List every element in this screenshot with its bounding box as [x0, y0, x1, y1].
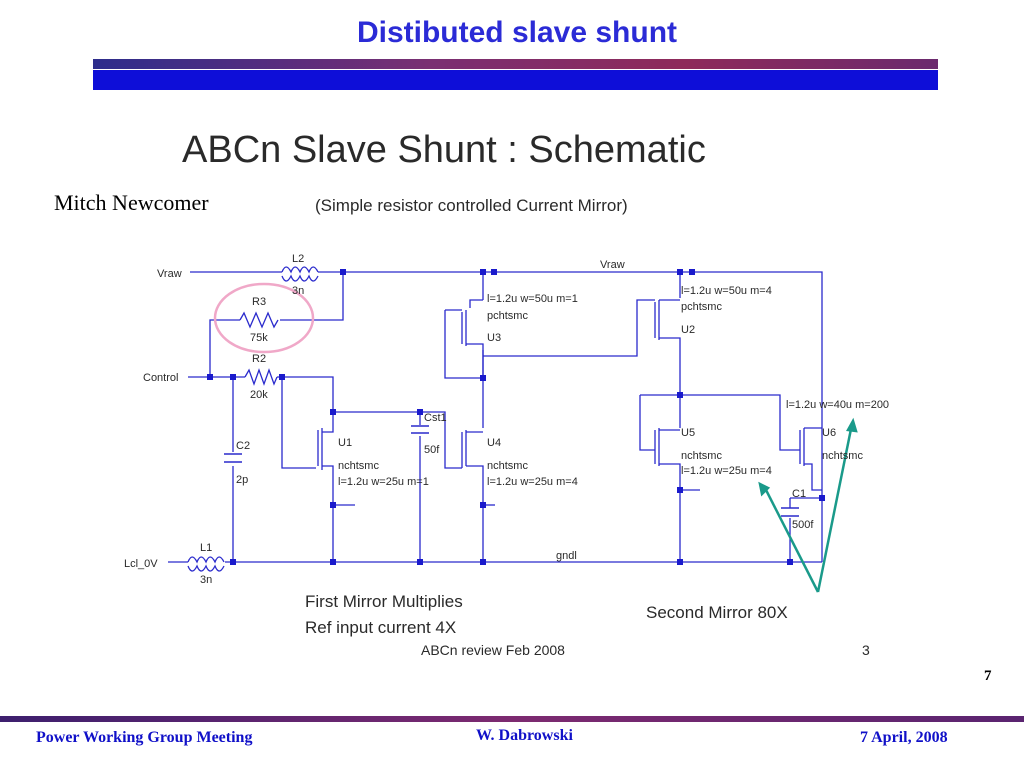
u3-name: U3 [487, 332, 501, 344]
u1-type: nchtsmc [338, 460, 379, 472]
u6-name: U6 [822, 427, 836, 439]
cst1-value: 50f [424, 444, 440, 456]
slide-number: 7 [984, 668, 992, 684]
r3-value: 75k [250, 332, 268, 344]
schematic-heading: ABCn Slave Shunt : Schematic [182, 129, 706, 171]
r2-value: 20k [250, 389, 268, 401]
title-bar-gradient [93, 59, 938, 69]
c2-value: 2p [236, 474, 248, 486]
r3-name: R3 [252, 296, 266, 308]
u3-param: l=1.2u w=50u m=1 [487, 293, 578, 305]
net-label-lcl: Lcl_0V [124, 558, 158, 570]
capacitors [224, 425, 799, 517]
u5-name: U5 [681, 427, 695, 439]
l1-name: L1 [200, 542, 212, 554]
r2-name: R2 [252, 353, 266, 365]
u4-name: U4 [487, 437, 501, 449]
u1-param: l=1.2u w=25u m=1 [338, 476, 429, 488]
schematic-figure: ABCn Slave Shunt : Schematic (Simple res… [124, 129, 889, 658]
first-mirror-note-line2: Ref input current 4X [305, 618, 456, 637]
c2-name: C2 [236, 440, 250, 452]
wires [168, 271, 823, 563]
u2-type: pchtsmc [681, 301, 722, 313]
footer-meeting: Power Working Group Meeting [36, 729, 253, 746]
inductor-l2 [281, 266, 319, 282]
second-mirror-note: Second Mirror 80X [646, 603, 788, 622]
footer-presenter: W. Dabrowski [476, 727, 573, 744]
net-label-gnd: gndl [556, 550, 577, 562]
r3-highlight-circle [213, 282, 315, 354]
u2-param: l=1.2u w=50u m=4 [681, 285, 772, 297]
slide-title: Distibuted slave shunt [356, 16, 678, 49]
second-mirror-arrows [758, 417, 858, 593]
resistor-r2 [244, 368, 278, 386]
u4-param: l=1.2u w=25u m=4 [487, 476, 578, 488]
net-label-control: Control [143, 372, 178, 384]
u3-type: pchtsmc [487, 310, 528, 322]
c1-value: 500f [792, 519, 814, 531]
u1-name: U1 [338, 437, 352, 449]
inductor-l1 [187, 556, 225, 572]
c1-name: C1 [792, 488, 806, 500]
u5-param: l=1.2u w=25u m=4 [681, 465, 772, 477]
l2-name: L2 [292, 253, 304, 265]
review-note: ABCn review Feb 2008 [421, 642, 565, 658]
l1-value: 3n [200, 574, 212, 586]
u6-param: l=1.2u w=40u m=200 [786, 399, 889, 411]
junction-dots [207, 269, 825, 565]
cst1-name: Cst1 [424, 412, 447, 424]
title-bar-blue [93, 70, 938, 90]
schematic-subheading: (Simple resistor controlled Current Mirr… [315, 196, 628, 215]
net-label-vraw-left: Vraw [157, 268, 182, 280]
resistor-r3 [239, 311, 279, 329]
schematic-page-number: 3 [862, 642, 870, 658]
u4-type: nchtsmc [487, 460, 528, 472]
net-label-vraw-top: Vraw [600, 259, 625, 271]
u5-type: nchtsmc [681, 450, 722, 462]
u6-type: nchtsmc [822, 450, 863, 462]
footer-divider [0, 716, 1024, 722]
l2-value: 3n [292, 285, 304, 297]
u2-name: U2 [681, 324, 695, 336]
footer-date: 7 April, 2008 [860, 729, 948, 746]
first-mirror-note-line1: First Mirror Multiplies [305, 592, 463, 611]
author-name: Mitch Newcomer [54, 190, 209, 215]
